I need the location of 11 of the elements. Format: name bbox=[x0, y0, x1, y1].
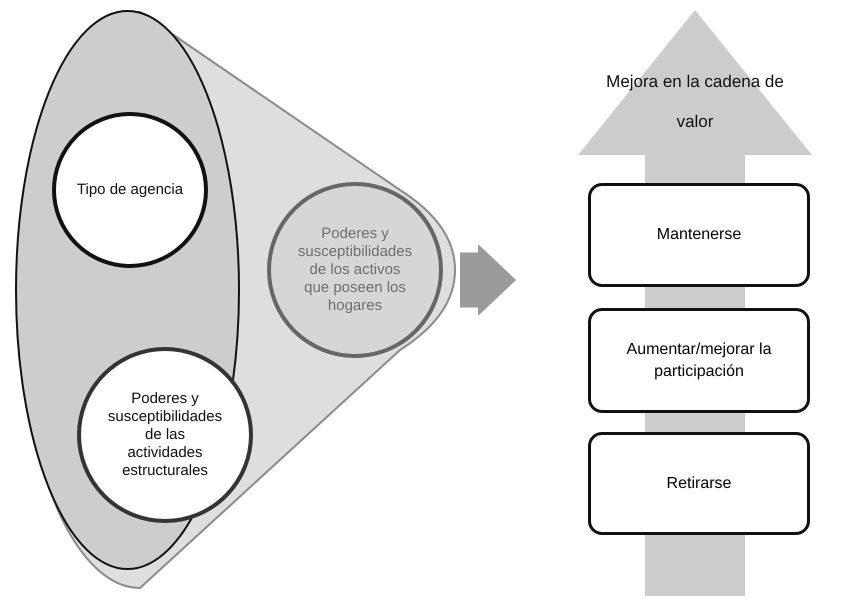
node-text: Poderes y susceptibilidades de los activos que poseen los hogares bbox=[296, 225, 414, 315]
block-arrow bbox=[460, 244, 516, 316]
process-box bbox=[588, 183, 810, 287]
process-box bbox=[588, 308, 810, 413]
arrow-label: Mejora en la cadena de valor bbox=[605, 71, 785, 133]
node-text: Tipo de agencia bbox=[76, 181, 184, 199]
node-text: Mantenerse bbox=[656, 225, 742, 245]
node-text: Poderes y susceptibilidades de las actividades estructurales bbox=[106, 390, 224, 480]
node-text: Retirarse bbox=[666, 474, 732, 494]
process-box bbox=[588, 432, 810, 535]
node-text: Aumentar/mejorar la participación bbox=[626, 340, 772, 382]
